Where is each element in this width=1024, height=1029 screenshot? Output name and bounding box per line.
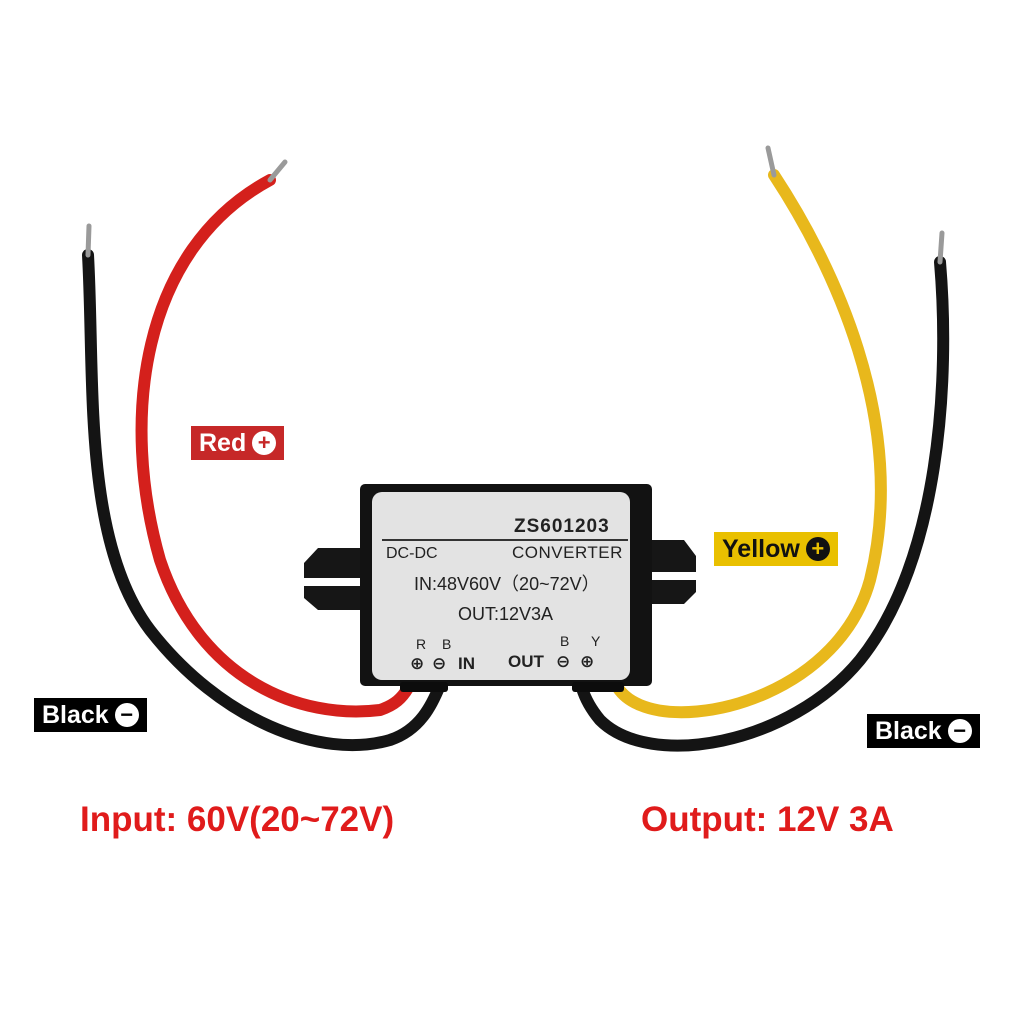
input-pin-letters: R B [416,636,458,652]
right-black-wire-tip [937,230,945,265]
plus-icon: + [805,537,830,561]
type-label-right: CONVERTER [512,543,623,562]
right-yellow-wire-tip [765,145,777,178]
minus-terminal-icon: ⊖ [432,654,447,673]
left-black-wire-tag: Black − [34,698,147,732]
output-marker: OUT [508,652,544,671]
output-spec: OUT:12V3A [458,604,554,624]
left-black-wire-tip [85,223,92,258]
plus-icon: + [252,431,277,455]
right-grommet [572,682,624,692]
red-wire-tag-label: Red [199,428,247,457]
minus-icon: − [947,719,972,743]
left-mounting-tab [304,548,362,578]
input-caption: Input: 60V(20~72V) [80,800,395,839]
left-red-wire-tip [267,159,288,183]
left-mounting-tab-lower [304,586,362,610]
left-black-wire-tag-label: Black [42,700,109,729]
output-pin-letters: B Y [560,633,610,649]
right-yellow-wire [612,169,887,719]
yellow-wire-tag-label: Yellow [722,534,800,563]
plus-terminal-icon: ⊕ [410,654,425,673]
right-mounting-tab-lower [640,580,696,604]
type-label-left: DC-DC [386,545,438,562]
right-black-wire-tag: Black − [867,714,980,748]
left-grommet [400,682,448,692]
left-red-wire [135,174,414,718]
right-mounting-tab [640,540,696,572]
output-caption: Output: 12V 3A [641,800,894,839]
input-marker: IN [458,654,475,673]
minus-terminal-icon: ⊖ [556,652,571,671]
yellow-wire-tag: Yellow + [714,532,838,566]
right-black-wire [576,256,950,752]
model-number: ZS601203 [514,516,610,537]
right-black-wire-tag-label: Black [875,716,942,745]
input-spec: IN:48V60V（20~72V） [414,574,600,594]
red-wire-tag: Red + [191,426,285,460]
minus-icon: − [114,703,139,727]
plus-terminal-icon: ⊕ [580,652,595,671]
left-black-wire [82,249,446,752]
